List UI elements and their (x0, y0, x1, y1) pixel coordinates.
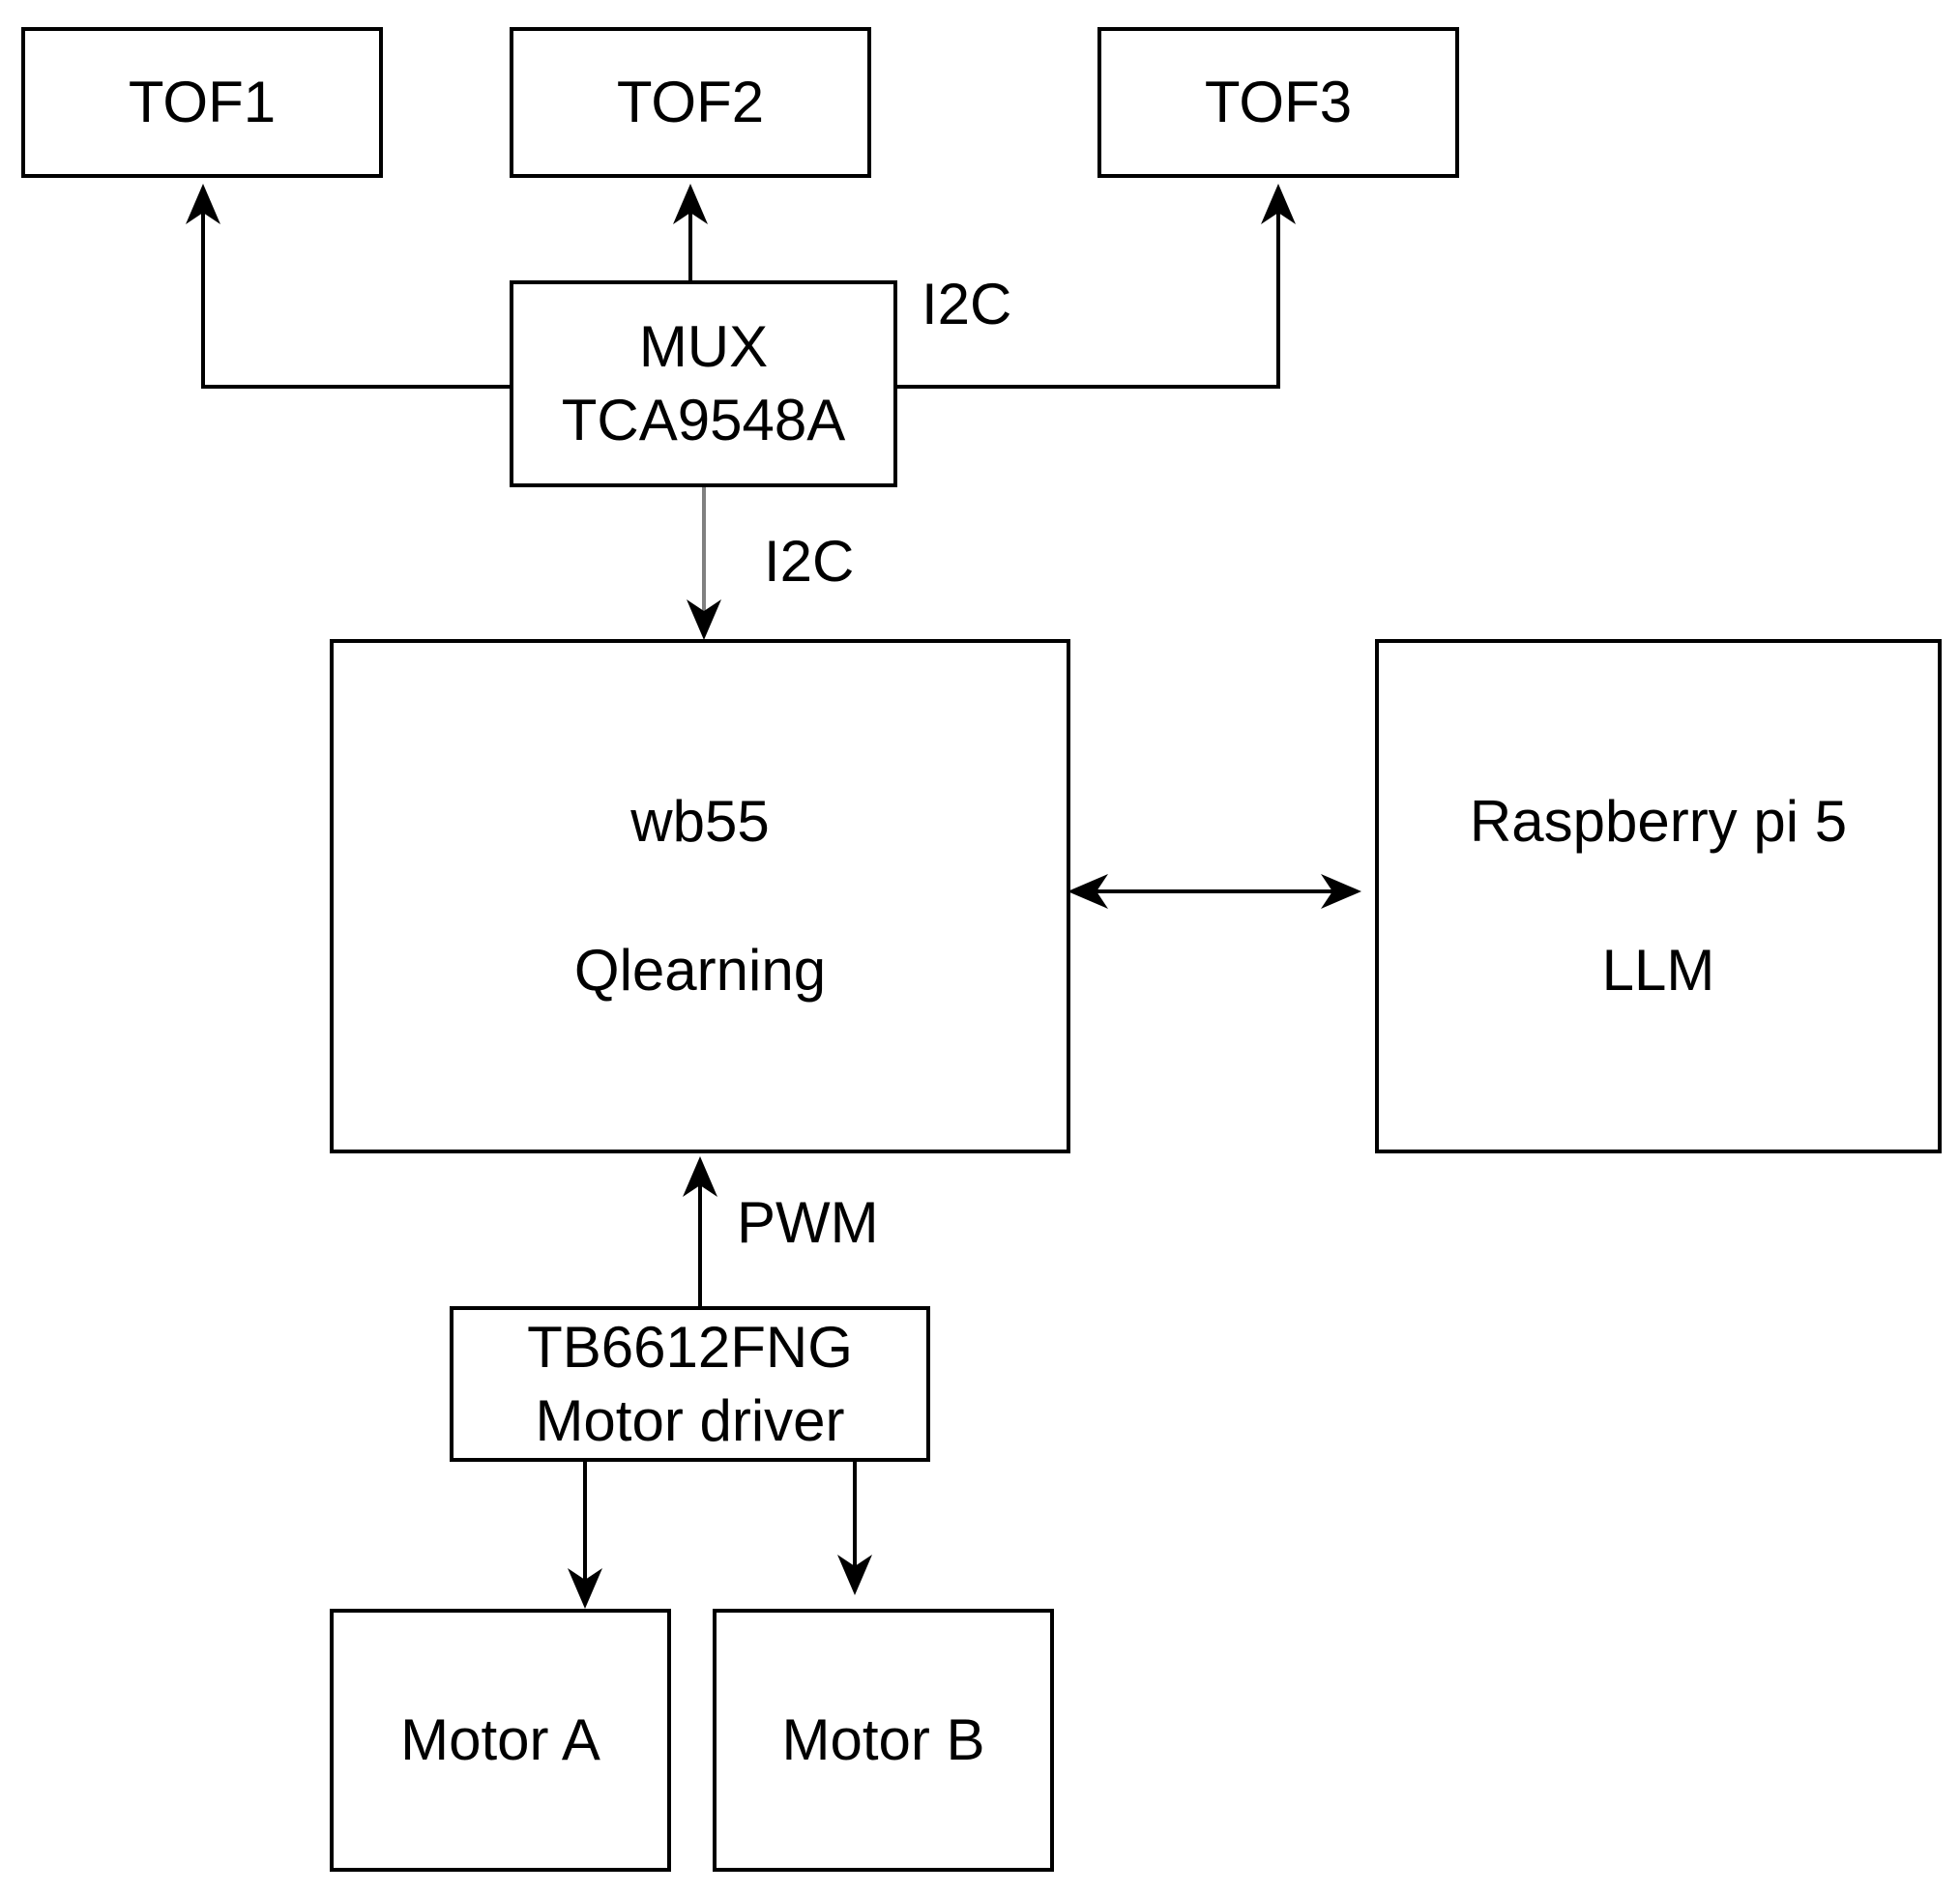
node-driver-line2: Motor driver (535, 1387, 845, 1453)
node-rpi-line2: LLM (1601, 938, 1715, 1003)
node-motor-a-label: Motor A (400, 1707, 600, 1772)
arrowhead-motor-a (568, 1568, 602, 1609)
arrowhead-tof1 (186, 184, 220, 224)
arrowhead-wb55-top (687, 599, 721, 640)
node-driver-line1: TB6612FNG (527, 1314, 853, 1380)
node-motor-a: Motor A (330, 1609, 671, 1872)
node-rpi-line1: Raspberry pi 5 (1469, 789, 1848, 854)
node-tof2: TOF2 (510, 27, 871, 178)
connector-mux-to-tof3 (895, 193, 1280, 389)
node-motor-driver: TB6612FNG Motor driver (450, 1306, 930, 1462)
node-tof1: TOF1 (21, 27, 383, 178)
node-raspberry-pi: Raspberry pi 5 LLM (1375, 639, 1942, 1153)
node-mux: MUX TCA9548A (510, 280, 897, 487)
arrowhead-tof2 (673, 184, 708, 224)
node-wb55-line1: wb55 (630, 789, 770, 854)
arrowhead-wb55-right (1068, 874, 1108, 909)
arrowhead-wb55-bottom (683, 1156, 717, 1197)
node-motor-b: Motor B (713, 1609, 1054, 1872)
node-tof3-label: TOF3 (1204, 70, 1353, 134)
connector-mux-to-tof1 (201, 193, 512, 389)
node-tof3: TOF3 (1097, 27, 1459, 178)
edge-label-mux-wb55: I2C (764, 529, 855, 594)
node-tof1-label: TOF1 (128, 70, 277, 134)
node-mux-line2: TCA9548A (561, 388, 846, 452)
node-wb55: wb55 Qlearning (330, 639, 1070, 1153)
edge-label-mux-tof3: I2C (921, 272, 1012, 336)
node-wb55-line2: Qlearning (573, 938, 827, 1003)
node-motor-b-label: Motor B (781, 1707, 985, 1772)
arrowhead-rpi-left (1321, 874, 1361, 909)
node-mux-line1: MUX (638, 314, 769, 379)
arrowhead-tof3 (1261, 184, 1296, 224)
node-tof2-label: TOF2 (616, 70, 765, 134)
edge-label-driver-wb55: PWM (737, 1190, 879, 1255)
arrowhead-motor-b (837, 1555, 872, 1595)
